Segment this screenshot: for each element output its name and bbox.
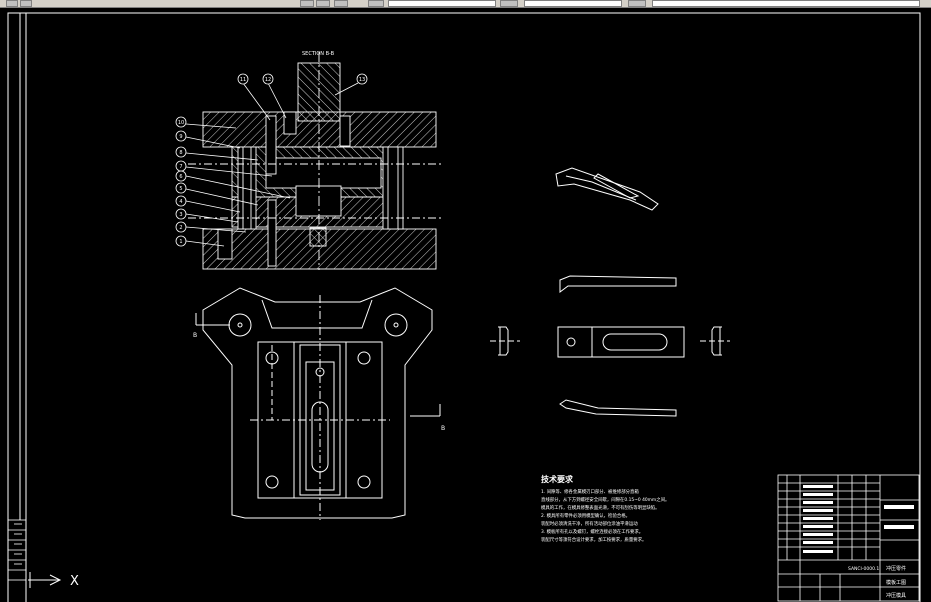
balloon — [175, 116, 187, 128]
tech-line: 2. 模具所有零件必须用模型确认，检验合格。 — [541, 512, 630, 519]
balloon-label: 4 — [179, 199, 182, 205]
parts-list-fills — [803, 485, 914, 553]
balloon — [175, 146, 187, 158]
tech-line: 1. 间隙等、修各金属模刃口部分、被维修部分直箱 — [541, 488, 639, 495]
tech-line: 模具的工作，在模具修整表面光滑，不可有刮伤等明显缺陷。 — [541, 504, 660, 511]
balloon-label: 1 — [179, 239, 182, 245]
drawing-number: SANCI-0000.1 — [848, 566, 879, 572]
layer-icon[interactable] — [368, 0, 384, 7]
tech-line: 装配时必须清洗干净，所有活动部位涂油平滑运动 — [541, 520, 638, 527]
balloon — [175, 170, 187, 182]
balloon-label: 3 — [179, 212, 182, 218]
balloon-label: 9 — [179, 134, 182, 140]
tech-line: 3. 模板所有孔以及螺钉，螺栓连接必须在工作要求。 — [541, 528, 643, 535]
toolbar-button[interactable] — [300, 0, 314, 7]
part-label: 模板工图 — [886, 579, 906, 586]
balloon — [237, 73, 249, 85]
section-label: SECTION B-B — [302, 51, 335, 57]
toolbar — [0, 0, 931, 8]
plan-view — [195, 287, 441, 520]
balloon-label: 6 — [179, 174, 182, 180]
section-marker-right: B — [441, 425, 445, 432]
balloon — [175, 130, 187, 142]
balloon-label: 8 — [179, 150, 182, 156]
ucs-icon: X — [28, 572, 79, 589]
layer-dropdown[interactable] — [388, 0, 496, 7]
drawing-canvas[interactable]: X SECTION B-B — [0, 9, 931, 602]
balloon — [175, 208, 187, 220]
balloon-label: 7 — [179, 164, 182, 170]
title-block — [777, 474, 920, 602]
balloon — [175, 195, 187, 207]
balloon-group — [175, 73, 368, 247]
toolbar-button[interactable] — [628, 0, 646, 7]
tech-title: 技术要求 — [541, 474, 574, 484]
style-dropdown[interactable] — [524, 0, 622, 7]
toolbar-button[interactable] — [316, 0, 330, 7]
balloon-label: 2 — [179, 225, 182, 231]
balloon-label: 10 — [178, 120, 184, 126]
linetype-dropdown[interactable] — [652, 0, 920, 7]
balloon — [175, 182, 187, 194]
side-margin-table — [7, 519, 27, 581]
toolbar-button[interactable] — [500, 0, 518, 7]
section-view — [188, 52, 442, 270]
toolbar-button[interactable] — [334, 0, 348, 7]
balloon — [175, 235, 187, 247]
redo-icon[interactable] — [20, 0, 32, 7]
callout-balloons — [185, 82, 359, 247]
balloon — [356, 73, 368, 85]
balloon-label: 13 — [359, 77, 365, 83]
tech-line: 装配尺寸等须符合设计要求，加工按要求，质量要求。 — [541, 536, 646, 543]
balloon-label: 11 — [240, 77, 246, 83]
balloon-label: 5 — [179, 186, 182, 192]
balloon — [175, 221, 187, 233]
tech-line: 直线部分，从下方到螺径安全间歇，间隙在0.15~0 40mm之间。 — [541, 496, 669, 503]
balloon-label: 12 — [265, 77, 271, 83]
company-label: 冲压模具 — [886, 592, 906, 599]
balloon — [262, 73, 274, 85]
material-label: 冲压零件 — [886, 565, 906, 572]
drawing-frame — [7, 12, 921, 602]
section-marker-left: B — [193, 332, 197, 339]
ucs-label: X — [70, 574, 79, 589]
undo-icon[interactable] — [6, 0, 18, 7]
technical-requirements: 技术要求 1. 间隙等、修各金属模刃口部分、被维修部分直箱 直线部分，从下方到螺… — [541, 474, 669, 543]
part-views — [490, 167, 730, 417]
